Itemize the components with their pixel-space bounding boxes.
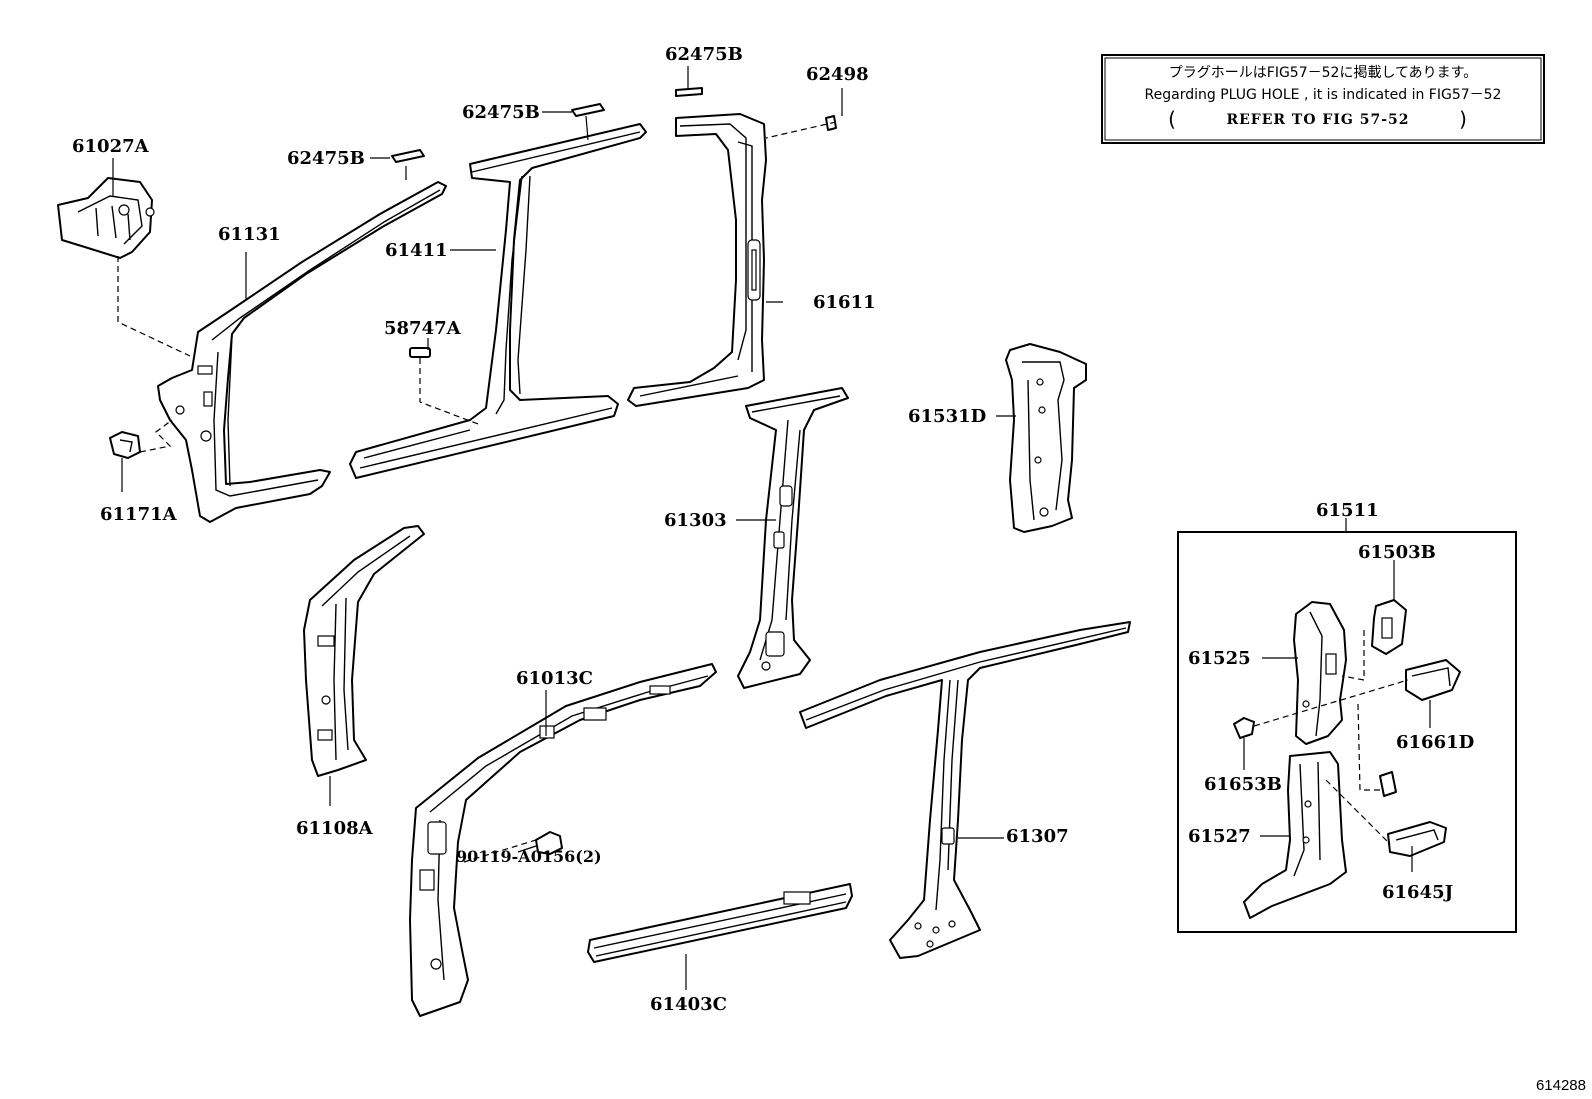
label-61027A: 61027A <box>72 136 150 157</box>
label-61108A: 61108A <box>296 818 374 839</box>
note-paren-open: ( <box>1168 107 1176 131</box>
assembly-61511-box <box>1177 531 1517 933</box>
part-labels: 61027A 62475B 62475B 62475B 62498 61131 … <box>72 44 1474 1015</box>
label-61013C: 61013C <box>516 668 593 689</box>
part-61411-center-frame <box>349 123 647 479</box>
part-61403C-rocker-panel <box>587 883 853 963</box>
note-paren-close: ) <box>1459 107 1467 131</box>
label-58747A: 58747A <box>384 318 462 339</box>
label-61531D: 61531D <box>908 406 986 427</box>
label-61653B: 61653B <box>1204 774 1282 795</box>
part-61108A-hinge-pillar <box>303 525 425 777</box>
part-61013C-front-pillar-inner <box>409 663 717 1017</box>
label-61403C: 61403C <box>650 994 727 1015</box>
part-61503B-bracket <box>1371 599 1407 655</box>
label-90119-A0156: 90119-A0156(2) <box>456 847 602 866</box>
label-61611: 61611 <box>813 292 876 313</box>
label-61131: 61131 <box>218 224 281 245</box>
reference-note: プラグホールはFIG57－52に掲載してあります。 Regarding PLUG… <box>1101 54 1545 144</box>
note-refer-line: REFER TO FIG 57-52 <box>1226 112 1409 128</box>
label-62498: 62498 <box>806 64 869 85</box>
label-61503B: 61503B <box>1358 542 1436 563</box>
assembly-dashed-lines <box>117 121 1409 863</box>
part-61531D-inner-pillar <box>1005 343 1087 533</box>
part-62475B-pad-top <box>675 87 703 97</box>
part-62475B-pad-middle <box>571 103 605 117</box>
label-61307: 61307 <box>1006 826 1069 847</box>
part-90119-bolt <box>517 831 563 855</box>
part-small-plate <box>1379 771 1397 797</box>
label-61411: 61411 <box>385 240 448 261</box>
part-61525-reinforcement <box>1293 601 1347 745</box>
figure-number: 614288 <box>1536 1077 1586 1094</box>
part-61027A-bracket <box>57 177 155 259</box>
part-58747A-plug <box>409 347 431 358</box>
part-61653B-clip <box>1233 717 1255 739</box>
label-61645J: 61645J <box>1382 882 1453 903</box>
part-61131-pillar-outer <box>157 181 447 523</box>
part-61661D-bracket <box>1405 659 1461 701</box>
leader-lines <box>112 66 1431 990</box>
label-62475B-top: 62475B <box>665 44 743 65</box>
part-61303-center-pillar <box>737 387 849 689</box>
label-61511: 61511 <box>1316 500 1379 521</box>
label-62475B-left: 62475B <box>287 148 365 169</box>
label-61527: 61527 <box>1188 826 1251 847</box>
part-61645J-bracket <box>1387 821 1447 857</box>
label-61661D: 61661D <box>1396 732 1474 753</box>
part-61307-roof-side-pillar <box>799 621 1131 959</box>
note-english-line: Regarding PLUG HOLE , it is indicated in… <box>1145 87 1502 103</box>
label-62475B-middle: 62475B <box>462 102 540 123</box>
label-61171A: 61171A <box>100 504 178 525</box>
label-61525: 61525 <box>1188 648 1251 669</box>
note-japanese-line: プラグホールはFIG57－52に掲載してあります。 <box>1169 65 1477 81</box>
label-61303: 61303 <box>664 510 727 531</box>
part-61611-rear-pillar <box>627 113 767 407</box>
part-62475B-pad-left <box>391 149 425 163</box>
part-61171A-clip <box>109 431 141 459</box>
part-61527-lower-reinforcement <box>1243 751 1347 919</box>
